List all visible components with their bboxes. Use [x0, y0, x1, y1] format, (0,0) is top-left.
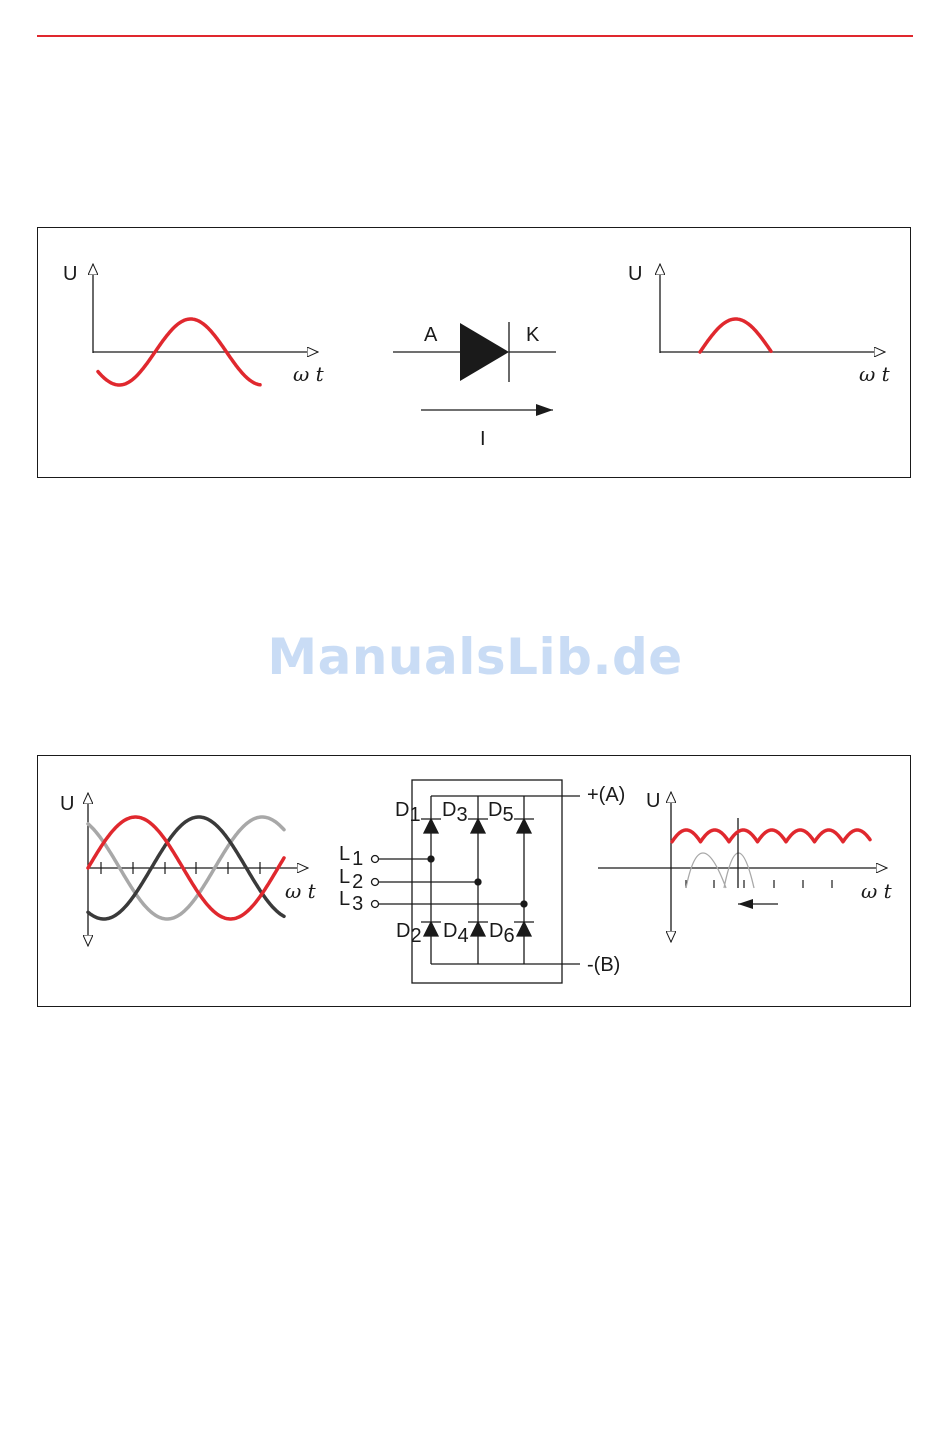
rectified-ripple-wave: [672, 830, 870, 842]
output-waveform-plot: U ω t: [628, 263, 891, 386]
line-1-terminal: [372, 856, 379, 863]
diode-label-d3: D3: [442, 799, 468, 826]
output-x-axis-label: ω t: [859, 362, 891, 386]
line-3-terminal: [372, 901, 379, 908]
output-x-axis-label: ω t: [861, 879, 893, 903]
output-halfwave-wave: [700, 319, 771, 352]
three-phase-bridge-figure: U ω t: [37, 755, 911, 1007]
diode-d2-symbol: [421, 922, 441, 936]
input-waveform-plot: U ω t: [63, 263, 325, 386]
diode-d1-symbol: [421, 819, 441, 833]
output-y-axis-label: U: [628, 263, 642, 285]
terminal-plus-label: +(A): [587, 784, 625, 806]
diode-halfwave-diagram: U ω t A K I U ω t: [38, 228, 912, 479]
three-phase-input-plot: U ω t: [60, 793, 317, 946]
output-y-axis-label: U: [646, 790, 660, 812]
node-line-1: [428, 856, 434, 862]
diode-symbol: A K I: [393, 322, 556, 450]
cathode-label: K: [526, 324, 540, 346]
diode-d6-symbol: [514, 922, 534, 936]
node-line-3: [521, 901, 527, 907]
line-2-terminal: [372, 879, 379, 886]
diode-label-d2: D2: [396, 920, 422, 947]
diode-label-d6: D6: [489, 920, 515, 947]
three-phase-x-axis-label: ω t: [285, 879, 317, 903]
anode-label: A: [424, 324, 438, 346]
diode-label-d5: D5: [488, 799, 514, 826]
diode-label-d4: D4: [443, 920, 469, 947]
diode-d4-symbol: [468, 922, 488, 936]
input-x-axis-label: ω t: [293, 362, 325, 386]
diode-d3-symbol: [468, 819, 488, 833]
header-rule: [37, 35, 913, 37]
three-phase-y-axis-label: U: [60, 793, 74, 815]
output-x-ticks: [686, 880, 832, 888]
terminal-minus-label: -(B): [587, 954, 620, 976]
diode-halfwave-figure: U ω t A K I U ω t: [37, 227, 911, 478]
watermark: ManualsLib.de: [0, 628, 950, 686]
diode-label-d1: D1: [395, 799, 421, 826]
current-label: I: [480, 428, 486, 450]
three-phase-bridge-diagram: U ω t: [38, 756, 912, 1008]
node-line-2: [475, 879, 481, 885]
diode-d5-symbol: [514, 819, 534, 833]
rectified-output-plot: U ω t: [598, 790, 893, 942]
input-y-axis-label: U: [63, 263, 77, 285]
diode-triangle: [460, 323, 509, 381]
